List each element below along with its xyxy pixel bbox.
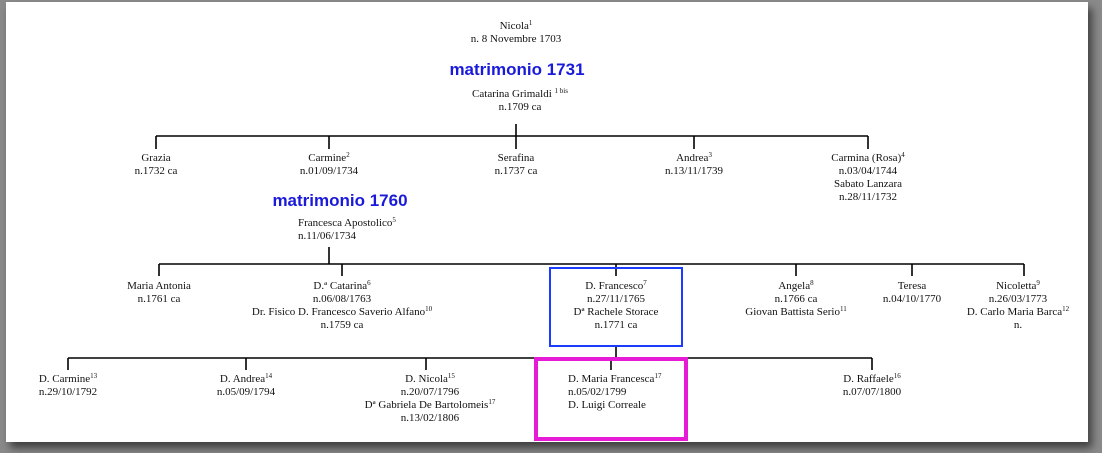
person-name: D.ª Catarina <box>313 280 368 292</box>
spouse-name: Sabato Lanzara <box>833 178 903 190</box>
spouse-birth: n. <box>1013 319 1023 331</box>
person-name: Carmine <box>308 152 347 164</box>
birth-date: n.05/02/1799 <box>568 386 627 398</box>
gen3-person: D. Andrea14 n.05/09/1794 <box>217 373 275 399</box>
footnote-ref: 16 <box>893 372 901 380</box>
footnote-ref: 17 <box>488 398 496 406</box>
birth-date: n.1737 ca <box>494 165 538 177</box>
footnote-ref: 5 <box>392 216 396 224</box>
gen1-person: Andrea3 n.13/11/1739 <box>665 152 723 178</box>
birth-date: n. 8 Novembre 1703 <box>470 33 562 45</box>
footnote-ref: 1 <box>528 19 533 27</box>
gen1-person: Grazia n.1732 ca <box>135 152 178 178</box>
birth-date: n.07/07/1800 <box>842 386 902 398</box>
person-name: D. Nicola <box>405 373 448 385</box>
person-name: D. Andrea <box>219 373 266 385</box>
spouse-birth: n.13/02/1806 <box>400 412 460 424</box>
birth-date: n.13/11/1739 <box>665 165 723 177</box>
spouse-name: Dª Rachele Storace <box>573 306 659 318</box>
gen1-person: Carmine2 n.01/09/1734 <box>300 152 358 178</box>
birth-date: n.26/03/1773 <box>988 293 1048 305</box>
spouse-name: Giovan Battista Serio <box>745 306 840 318</box>
birth-date: n.1732 ca <box>134 165 178 177</box>
footnote-ref: 1 bis <box>554 87 568 95</box>
birth-date: n.06/08/1763 <box>312 293 372 305</box>
footnote-ref: 3 <box>708 151 712 159</box>
person-name: Angela <box>778 280 811 292</box>
spouse-name: Francesca Apostolico <box>298 217 393 229</box>
footnote-ref: 8 <box>810 279 814 287</box>
footnote-ref: 17 <box>654 372 662 380</box>
birth-date: n.04/10/1770 <box>882 293 942 305</box>
gen1-person: Carmina (Rosa)4 n.03/04/1744 Sabato Lanz… <box>831 152 904 204</box>
footnote-ref: 2 <box>346 151 350 159</box>
gen2-person: Angela8 n.1766 ca Giovan Battista Serio1… <box>745 280 846 319</box>
root-spouse: Catarina Grimaldi 1 bis n.1709 ca <box>472 88 568 114</box>
birth-date: n.03/04/1744 <box>838 165 898 177</box>
footnote-ref: 15 <box>447 372 455 380</box>
spouse-name: D. Carlo Maria Barca <box>966 306 1063 318</box>
gen3-person: D. Raffaele16 n.07/07/1800 <box>843 373 901 399</box>
spouse-birth: n.1709 ca <box>498 101 542 113</box>
highlight-box-blue <box>549 267 683 347</box>
gen2-person: Maria Antonia n.1761 ca <box>127 280 191 306</box>
spouse-birth: n.28/11/1732 <box>839 191 897 203</box>
spouse-name: Dr. Fisico D. Francesco Saverio Alfano <box>251 306 426 318</box>
footnote-ref: 4 <box>901 151 905 159</box>
highlight-box-magenta <box>534 357 688 441</box>
footnote-ref: 12 <box>1062 305 1070 313</box>
person-name: Grazia <box>141 152 171 164</box>
spouse-birth: n.1771 ca <box>594 319 638 331</box>
gen2-person: Teresa n.04/10/1770 <box>883 280 941 306</box>
birth-date: n.29/10/1792 <box>38 386 98 398</box>
person-name: Carmina (Rosa) <box>831 152 902 164</box>
birth-date: n.1761 ca <box>137 293 181 305</box>
birth-date: n.05/09/1794 <box>216 386 276 398</box>
footnote-ref: 10 <box>425 305 433 313</box>
birth-date: n.20/07/1796 <box>400 386 460 398</box>
gen2-person: D.ª Catarina6 n.06/08/1763 Dr. Fisico D.… <box>252 280 432 332</box>
carmine-spouse: Francesca Apostolico5 n.11/06/1734 <box>298 217 396 243</box>
person-name: Nicoletta <box>996 280 1037 292</box>
family-tree-card: Nicola1 n. 8 Novembre 1703 matrimonio 17… <box>6 2 1088 442</box>
gen1-person: Serafina n.1737 ca <box>495 152 538 178</box>
person-name: Nicola <box>499 20 529 32</box>
footnote-ref: 7 <box>643 279 647 287</box>
footnote-ref: 6 <box>367 279 371 287</box>
footnote-ref: 11 <box>839 305 847 313</box>
birth-date: n.1766 ca <box>774 293 818 305</box>
birth-date: n.01/09/1734 <box>299 165 359 177</box>
spouse-name: D. Luigi Correale <box>568 399 646 411</box>
person-name: D. Francesco <box>585 280 644 292</box>
spouse-birth: n.11/06/1734 <box>298 230 356 242</box>
person-name: D. Raffaele <box>843 373 894 385</box>
marriage-label: matrimonio 1731 <box>449 60 585 79</box>
footnote-ref: 13 <box>90 372 98 380</box>
person-name: D. Maria Francesca <box>568 373 655 385</box>
person-name: D. Carmine <box>38 373 91 385</box>
gen3-person: D. Carmine13 n.29/10/1792 <box>39 373 97 399</box>
gen2-person: Nicoletta9 n.26/03/1773 D. Carlo Maria B… <box>967 280 1069 332</box>
tree-connector-lines <box>67 124 1025 370</box>
person-name: Serafina <box>497 152 535 164</box>
person-name: Maria Antonia <box>127 280 191 292</box>
root-person: Nicola1 n. 8 Novembre 1703 <box>471 20 561 46</box>
birth-date: n.27/11/1765 <box>587 293 645 305</box>
gen2-person-francesco: D. Francesco7 n.27/11/1765 Dª Rachele St… <box>574 280 659 332</box>
person-name: Andrea <box>676 152 709 164</box>
marriage-label: matrimonio 1760 <box>272 191 408 210</box>
spouse-birth: n.1759 ca <box>320 319 364 331</box>
footnote-ref: 9 <box>1036 279 1040 287</box>
person-name: Teresa <box>897 280 927 292</box>
spouse-name: Catarina Grimaldi <box>472 88 552 100</box>
spouse-name: Dª Gabriela De Bartolomeis <box>364 399 489 411</box>
gen3-person: D. Nicola15 n.20/07/1796 Dª Gabriela De … <box>365 373 496 425</box>
gen3-person-maria-francesca: D. Maria Francesca17 n.05/02/1799 D. Lui… <box>568 373 661 412</box>
footnote-ref: 14 <box>265 372 273 380</box>
